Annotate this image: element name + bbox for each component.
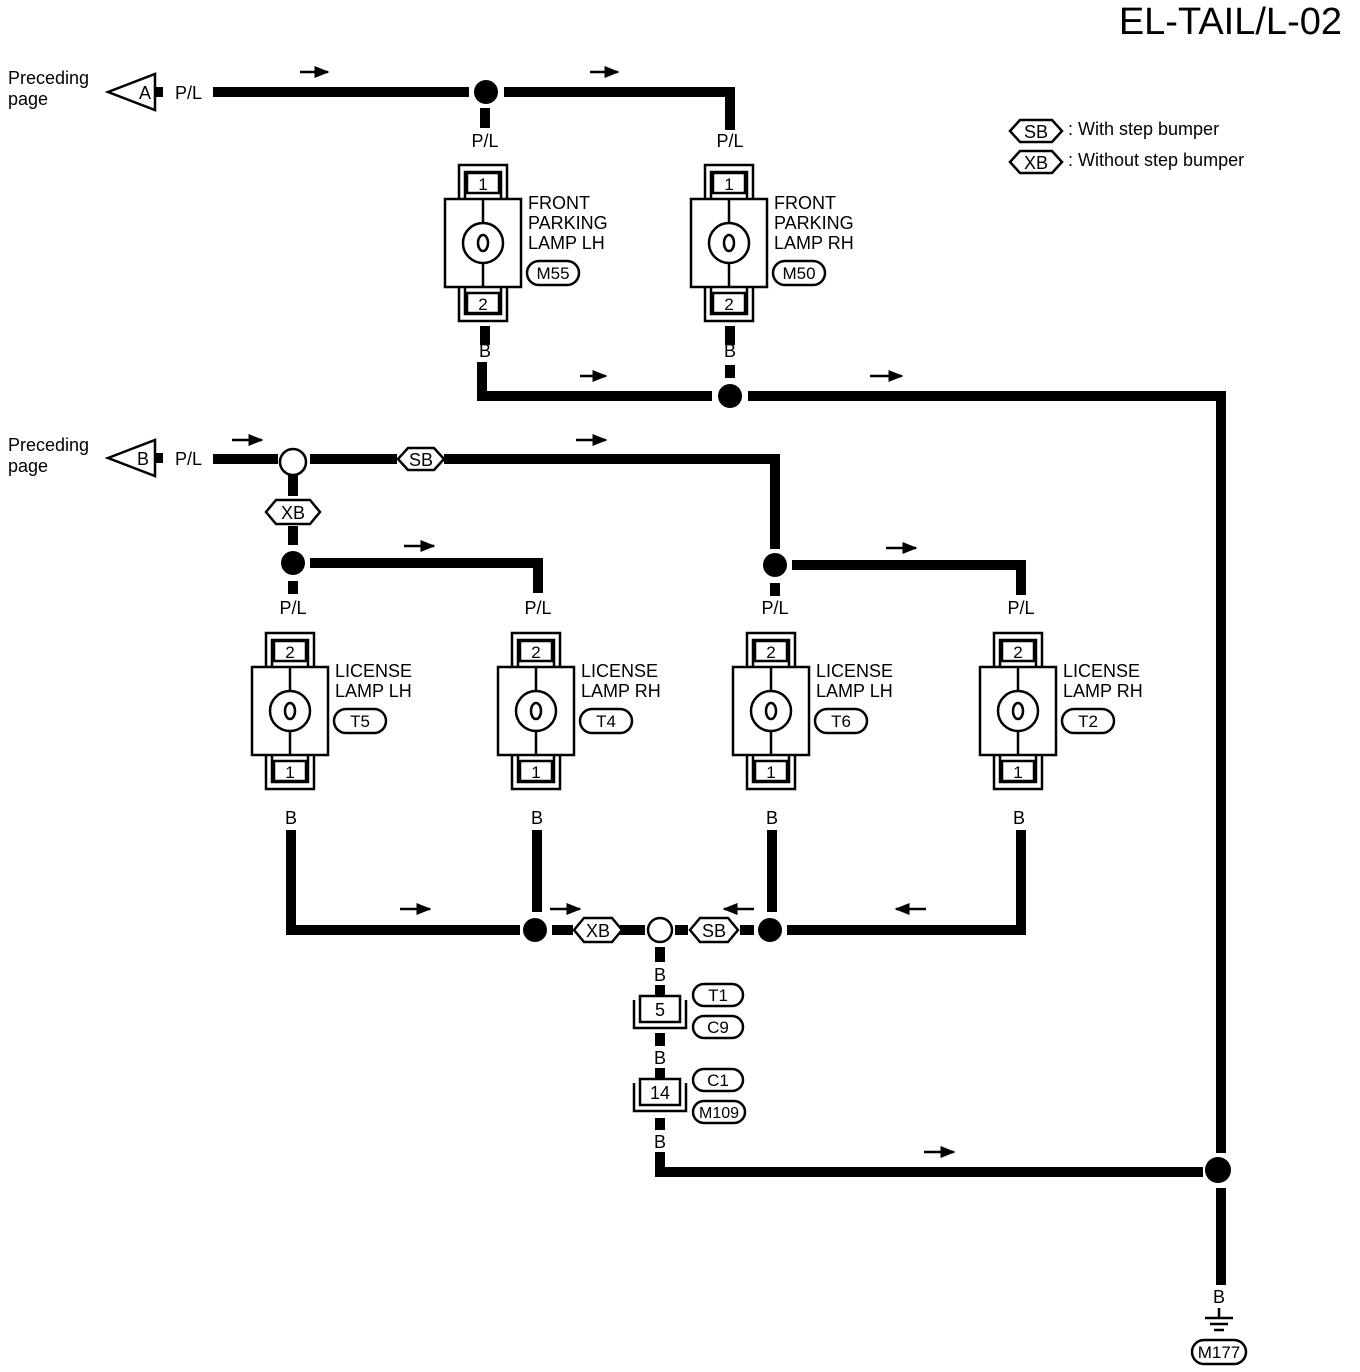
joint-connector-14: 14 C1 M109: [632, 1067, 747, 1125]
connector-code-t1: T1: [708, 986, 728, 1005]
legend: SB : With step bumper XB : Without step …: [1008, 118, 1244, 175]
splices: [278, 80, 1231, 1183]
svg-text:XB: XB: [281, 503, 305, 523]
connector-a-label-2: page: [8, 89, 48, 109]
joint-connector-5: 5 T1 C9: [632, 982, 745, 1040]
wires: [213, 87, 1226, 1285]
legend-xb-text: : Without step bumper: [1068, 150, 1244, 170]
svg-text:P/L: P/L: [279, 598, 306, 618]
lamp-name-line: LAMP RH: [1063, 681, 1143, 701]
svg-text:P/L: P/L: [761, 598, 788, 618]
lamp-name-line: LAMP LH: [816, 681, 893, 701]
pin-bottom: 2: [724, 295, 733, 314]
pin-top: 2: [766, 643, 775, 662]
svg-text:B: B: [479, 341, 491, 361]
lamp-name-line: LICENSE: [581, 661, 658, 681]
connector-a-preceding-page: Preceding page A P/L: [8, 68, 202, 112]
svg-text:5: 5: [655, 1000, 665, 1020]
connector-b-wire-color: P/L: [175, 449, 202, 469]
lamp-name-line: LICENSE: [1063, 661, 1140, 681]
connector-b-label-1: Preceding: [8, 435, 89, 455]
connector-code: M50: [782, 264, 815, 283]
pin-top: 2: [531, 643, 540, 662]
option-tag-xb-upper: XB: [264, 498, 322, 526]
lamp-name-line: LICENSE: [816, 661, 893, 681]
svg-text:B: B: [766, 808, 778, 828]
connector-code-c9: C9: [707, 1018, 729, 1037]
connector-a-letter: A: [139, 83, 151, 103]
connector-a-wire-color: P/L: [175, 83, 202, 103]
pin-bottom: 1: [531, 763, 540, 782]
svg-text:B: B: [724, 341, 736, 361]
lamp-name-line: LAMP LH: [335, 681, 412, 701]
svg-text:B: B: [1213, 1287, 1225, 1307]
svg-text:B: B: [531, 808, 543, 828]
lamp-name-line: FRONT: [774, 193, 836, 213]
option-tag-sb-lower: SB: [688, 916, 740, 944]
ground-symbol: M177: [1190, 1308, 1248, 1366]
lamp-name-line: FRONT: [528, 193, 590, 213]
pin-top: 1: [478, 175, 487, 194]
legend-sb-symbol: SB: [1008, 118, 1064, 144]
svg-text:B: B: [285, 808, 297, 828]
legend-sb-code: SB: [1024, 122, 1048, 142]
connector-code-m109: M109: [699, 1105, 739, 1122]
wire-color-labels: P/L P/L B B P/L P/L P/L P/L B B B B B B …: [279, 131, 1225, 1307]
svg-text:P/L: P/L: [716, 131, 743, 151]
connector-code-c1: C1: [707, 1071, 729, 1090]
pin-bottom: 2: [478, 295, 487, 314]
lamp-name-line: LAMP RH: [581, 681, 661, 701]
pin-bottom: 1: [766, 763, 775, 782]
svg-text:B: B: [654, 1048, 666, 1068]
flow-arrows: [232, 66, 956, 1158]
connector-code: M55: [536, 264, 569, 283]
lamp-name-line: LICENSE: [335, 661, 412, 681]
svg-text:B: B: [654, 965, 666, 985]
pin-top: 1: [724, 175, 733, 194]
pin-top: 2: [285, 643, 294, 662]
pin-top: 2: [1013, 643, 1022, 662]
svg-text:P/L: P/L: [471, 131, 498, 151]
svg-text:14: 14: [650, 1083, 670, 1103]
svg-text:P/L: P/L: [1007, 598, 1034, 618]
svg-text:B: B: [654, 1132, 666, 1152]
ground-code: M177: [1198, 1343, 1241, 1362]
option-tag-sb-upper: SB: [396, 446, 446, 472]
connector-code: T2: [1078, 712, 1098, 731]
option-tag-xb-lower: XB: [572, 916, 624, 944]
legend-xb-code: XB: [1024, 153, 1048, 173]
svg-text:SB: SB: [409, 450, 433, 470]
connector-code: T6: [831, 712, 851, 731]
lamp-name-line: LAMP RH: [774, 233, 854, 253]
connector-a-label-1: Preceding: [8, 68, 89, 88]
svg-text:B: B: [1013, 808, 1025, 828]
page-title: EL-TAIL/L-02: [1119, 1, 1342, 43]
pin-bottom: 1: [285, 763, 294, 782]
lamp-name-line: PARKING: [528, 213, 608, 233]
legend-xb-symbol: XB: [1008, 149, 1064, 175]
lamp-name-line: LAMP LH: [528, 233, 605, 253]
svg-text:XB: XB: [586, 921, 610, 941]
connector-code: T5: [350, 712, 370, 731]
connector-code: T4: [596, 712, 616, 731]
svg-text:P/L: P/L: [524, 598, 551, 618]
connector-b-preceding-page: Preceding page B P/L: [8, 435, 202, 478]
legend-sb-text: : With step bumper: [1068, 119, 1219, 139]
svg-text:SB: SB: [702, 921, 726, 941]
connector-b-letter: B: [137, 449, 149, 469]
pin-bottom: 1: [1013, 763, 1022, 782]
lamp-name-line: PARKING: [774, 213, 854, 233]
connector-b-label-2: page: [8, 456, 48, 476]
